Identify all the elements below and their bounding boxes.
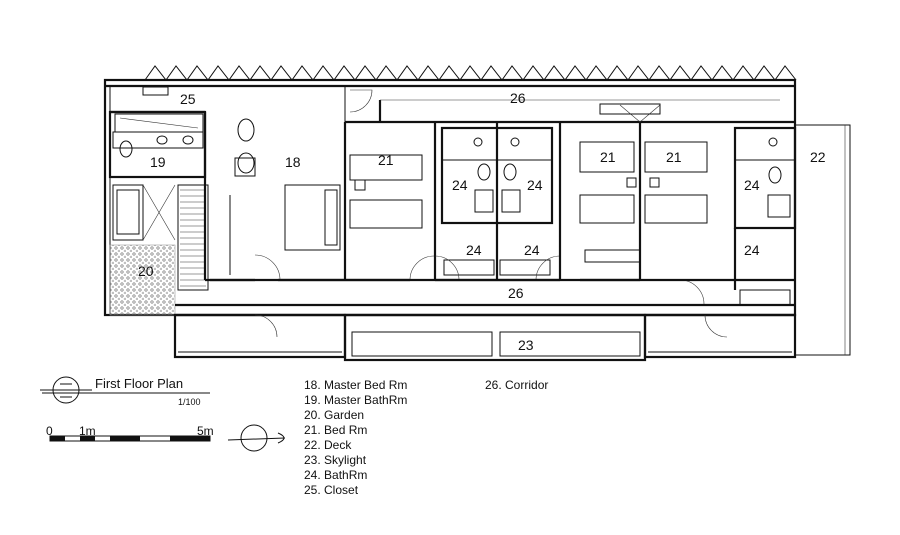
room-label-master-bath: 19	[150, 154, 166, 170]
legend-item: 18. Master Bed Rm	[304, 378, 408, 392]
room-label-closet: 25	[180, 91, 196, 107]
room-label-bath-b: 24	[527, 177, 543, 193]
room-label-bath-f: 24	[744, 242, 760, 258]
top-corridor-walls	[345, 99, 795, 124]
room-labels: 25 26 19 18 21 21 21 22 24 24 24 24 24 2…	[138, 90, 826, 353]
lower-corridor-walls	[175, 278, 795, 317]
middle-bath-pair	[434, 122, 561, 282]
staircase	[177, 184, 209, 291]
room-label-bed-c: 21	[666, 149, 682, 165]
room-label-skylight: 23	[518, 337, 534, 353]
room-label-bath-c: 24	[744, 177, 760, 193]
room-label-master-bed: 18	[285, 154, 301, 170]
legend-item: 19. Master BathRm	[304, 393, 408, 407]
bedroom-21-left	[345, 122, 437, 282]
plan-title: First Floor Plan	[95, 376, 184, 391]
roof-edge	[144, 65, 797, 81]
plan-title-symbol	[40, 376, 210, 404]
room-label-corridor-mid: 26	[508, 285, 524, 301]
legend-item: 22. Deck	[304, 438, 352, 452]
legend-item: 23. Skylight	[304, 453, 367, 467]
scale-bar-label-1m: 1m	[79, 424, 96, 438]
legend-item-corridor: 26. Corridor	[485, 378, 549, 392]
scale-bar	[49, 435, 211, 442]
garden-area	[109, 244, 176, 316]
legend-item: 25. Closet	[304, 483, 359, 497]
deck-area	[794, 124, 851, 356]
room-label-bed-a: 21	[378, 152, 394, 168]
room-label-garden: 20	[138, 263, 154, 279]
room-legend: 18. Master Bed Rm 19. Master BathRm 20. …	[304, 378, 407, 498]
room-label-deck: 22	[810, 149, 826, 165]
bottom-terraces	[173, 313, 797, 359]
plan-scale: 1/100	[178, 397, 201, 407]
room-label-bath-e: 24	[524, 242, 540, 258]
room-label-bath-d: 24	[466, 242, 482, 258]
right-bath-zone	[679, 126, 797, 306]
skylight	[343, 313, 647, 362]
legend-item: 24. BathRm	[304, 468, 368, 482]
master-bath-zone	[108, 110, 207, 241]
roof-zigzag	[144, 65, 797, 81]
bedroom-21-right-pair	[558, 103, 708, 282]
legend-item: 21. Bed Rm	[304, 423, 368, 437]
scale-bar-label-0: 0	[46, 424, 53, 438]
room-label-bath-a: 24	[452, 177, 468, 193]
room-label-bed-b: 21	[600, 149, 616, 165]
master-bedroom-zone	[203, 86, 373, 282]
legend-item: 20. Garden	[304, 408, 365, 422]
scale-bar-label-5m: 5m	[197, 424, 214, 438]
north-arrow	[227, 424, 286, 452]
room-label-corridor-top: 26	[510, 90, 526, 106]
